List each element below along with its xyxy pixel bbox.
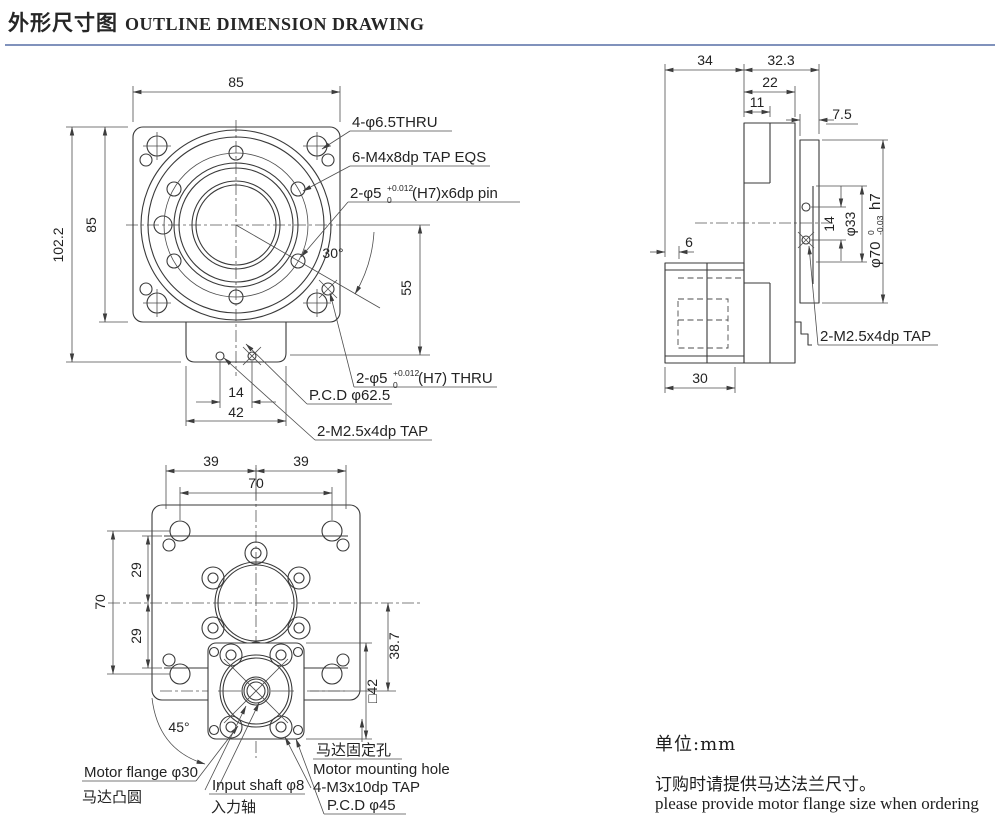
front-label-pin-tol-up: +0.012	[387, 183, 414, 193]
front-dim-tab-width: 42	[228, 404, 244, 420]
front-view-centerlines	[126, 120, 348, 376]
side-dim-32-3: 32.3	[767, 52, 794, 68]
front-label-thru-suffix: (H7) THRU	[418, 370, 493, 387]
front-label-thru-prefix: 2-φ5	[356, 370, 387, 387]
page-title-cn: 外形尺寸图	[8, 10, 118, 35]
front-view-leaders	[223, 130, 520, 441]
front-label-tap2: 2-M2.5x4dp TAP	[317, 423, 428, 440]
bottom-dim-sq42: □42	[364, 679, 380, 703]
side-dim-d33: φ33	[842, 211, 858, 236]
title-divider	[5, 44, 995, 46]
front-dim-pin-spacing: 14	[228, 384, 244, 400]
front-label-thru-tol-up: +0.012	[393, 368, 420, 378]
side-dim-d70-tol-dn: -0.03	[875, 215, 885, 235]
front-view: 85 102.2 85 14 42 55 30° 4-φ6.5THRU 6-M4…	[50, 74, 520, 441]
side-dim-22: 22	[762, 74, 778, 90]
side-dim-30: 30	[692, 370, 708, 386]
front-label-pin-suffix: (H7)x6dp pin	[412, 185, 498, 202]
bottom-dim-39-right: 39	[293, 453, 309, 469]
bottom-view-dimensions	[107, 465, 396, 765]
bottom-label-mount-tap: 4-M3x10dp TAP	[313, 779, 420, 796]
front-dim-square-height: 85	[83, 217, 99, 233]
bottom-label-shaft-en: Input shaft φ8	[212, 777, 304, 794]
bottom-dim-45deg: 45°	[168, 719, 189, 735]
bottom-dim-38-7: 38.7	[386, 632, 402, 659]
front-dim-width: 85	[228, 74, 244, 90]
bottom-label-pcd: P.C.D φ45	[327, 797, 396, 814]
page-title: 外形尺寸图 OUTLINE DIMENSION DRAWING	[8, 7, 425, 37]
side-dim-14: 14	[821, 216, 837, 232]
front-dim-angle: 30°	[322, 245, 343, 261]
front-label-pin-tol-dn: 0	[387, 195, 392, 205]
bottom-dim-39-left: 39	[203, 453, 219, 469]
bottom-dim-29-bottom: 29	[128, 628, 144, 644]
side-label-tap: 2-M2.5x4dp TAP	[820, 328, 931, 345]
side-view-outline	[664, 122, 820, 364]
bottom-dim-70-top: 70	[248, 475, 264, 491]
front-dim-total-height: 102.2	[50, 227, 66, 262]
side-view-hidden-motor	[677, 277, 744, 349]
bottom-view: 39 39 70 29 70 29 38.7 □42 45° Motor fla…	[82, 453, 450, 816]
bottom-dim-29-top: 29	[128, 562, 144, 578]
side-dim-d70-tol-up: 0	[866, 230, 876, 235]
side-dim-d70: φ70 0 -0.03 h7	[866, 193, 885, 268]
ordering-note-cn: 订购时请提供马达法兰尺寸。	[655, 775, 876, 795]
side-view-dimensions	[650, 64, 938, 393]
bottom-view-outline	[151, 504, 361, 701]
bottom-label-flange-cn: 马达凸圆	[82, 788, 142, 806]
front-label-tap-holes: 6-M4x8dp TAP EQS	[352, 149, 486, 166]
front-label-pcd: P.C.D φ62.5	[309, 387, 390, 404]
front-label-thru-tol-dn: 0	[393, 380, 398, 390]
front-label-thru-holes: 4-φ6.5THRU	[352, 114, 438, 131]
page-title-en: OUTLINE DIMENSION DRAWING	[125, 14, 425, 34]
bottom-label-mount-cn: 马达固定孔	[316, 741, 391, 759]
bottom-label-flange-en: Motor flange φ30	[84, 764, 198, 781]
front-label-pin-prefix: 2-φ5	[350, 185, 381, 202]
bottom-label-shaft-cn: 入力轴	[211, 798, 256, 816]
ordering-note-en: please provide motor flange size when or…	[655, 794, 979, 813]
front-view-dimensions	[66, 86, 430, 426]
side-view-hole-marks	[797, 231, 815, 249]
side-dim-6: 6	[685, 234, 693, 250]
bottom-dim-70-left: 70	[92, 594, 108, 610]
side-dim-d70-suffix: h7	[867, 193, 884, 210]
side-dim-7-5: 7.5	[832, 106, 852, 122]
unit-note: 单位:mm	[655, 734, 737, 755]
side-dim-d70-prefix: φ70	[867, 242, 884, 268]
side-dim-34: 34	[697, 52, 713, 68]
front-dim-55: 55	[398, 280, 414, 296]
bottom-label-mount-en: Motor mounting hole	[313, 761, 450, 778]
front-view-outline	[132, 126, 341, 363]
side-dim-11: 11	[750, 94, 765, 110]
bottom-view-leaders	[82, 702, 406, 815]
bottom-view-shaft-marks	[218, 658, 294, 724]
side-view: 34 32.3 22 11 7.5 14 φ33 φ70 0 -0.03 h7 …	[650, 52, 938, 393]
